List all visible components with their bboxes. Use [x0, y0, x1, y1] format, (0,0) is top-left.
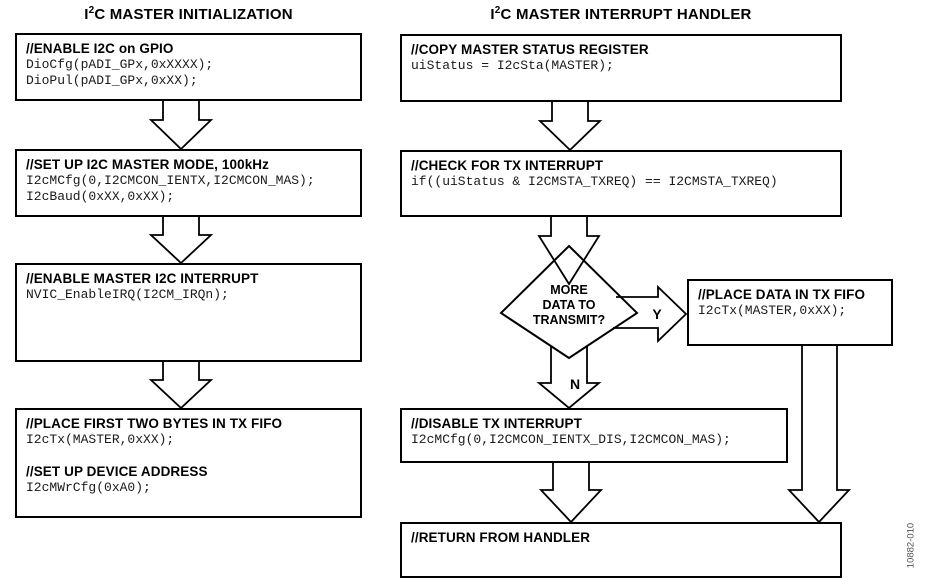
code-line: I2cMWrCfg(0xA0);	[26, 480, 151, 495]
code-line: DioPul(pADI_GPx,0xXX);	[26, 73, 198, 88]
box-header: //ENABLE MASTER I2C INTERRUPT	[26, 271, 259, 286]
code-line: I2cTx(MASTER,0xXX);	[698, 303, 847, 318]
code-line: uiStatus = I2cSta(MASTER);	[411, 58, 614, 73]
code-line: I2cBaud(0xXX,0xXX);	[26, 189, 175, 204]
code-line: DioCfg(pADI_GPx,0xXXXX);	[26, 57, 214, 72]
no-branch-label: N	[569, 376, 581, 392]
decision-line: TRANSMIT?	[532, 313, 606, 327]
arrow-down-left-1	[148, 100, 214, 151]
box-setup-master-mode: //SET UP I2C MASTER MODE, 100kHz I2cMCfg…	[15, 149, 362, 217]
arrow-down-into-decision	[537, 216, 601, 286]
box-header: //CHECK FOR TX INTERRUPT	[411, 158, 604, 173]
box-place-data-tx-fifo: //PLACE DATA IN TX FIFO I2cTx(MASTER,0xX…	[687, 279, 893, 346]
blank-line	[26, 448, 351, 464]
yes-branch-label: Y	[652, 306, 662, 322]
box-return-from-handler: //RETURN FROM HANDLER	[400, 522, 842, 578]
box-disable-tx-interrupt: //DISABLE TX INTERRUPT I2cMCfg(0,I2CMCON…	[400, 408, 788, 463]
box-check-tx-interrupt: //CHECK FOR TX INTERRUPT if((uiStatus & …	[400, 150, 842, 217]
code-line: I2cMCfg(0,I2CMCON_IENTX_DIS,I2CMCON_MAS)…	[411, 432, 731, 447]
code-line: if((uiStatus & I2CMSTA_TXREQ) == I2CMSTA…	[411, 174, 778, 189]
box-header: //DISABLE TX INTERRUPT	[411, 416, 582, 431]
arrow-down-fifo-to-return	[786, 345, 852, 524]
decision-line: DATA TO	[542, 298, 596, 312]
figure-number-vertical: 10882-010	[905, 522, 917, 569]
box-header: //ENABLE I2C on GPIO	[26, 41, 174, 56]
box-header: //SET UP DEVICE ADDRESS	[26, 464, 208, 479]
decision-diamond-text: MORE DATA TO TRANSMIT?	[504, 283, 634, 328]
box-header: //RETURN FROM HANDLER	[411, 530, 591, 545]
code-line: I2cMCfg(0,I2CMCON_IENTX,I2CMCON_MAS);	[26, 173, 315, 188]
box-header: //PLACE DATA IN TX FIFO	[698, 287, 866, 302]
left-column-title: I2C MASTER INITIALIZATION	[15, 5, 362, 23]
title-text: I	[84, 6, 89, 23]
arrow-down-left-3	[148, 361, 214, 410]
arrow-down-right-1	[537, 101, 603, 152]
code-line: NVIC_EnableIRQ(I2CM_IRQn);	[26, 287, 229, 302]
title-text: C MASTER INTERRUPT HANDLER	[500, 6, 752, 23]
arrow-down-left-2	[148, 216, 214, 265]
title-superscript: 2	[88, 5, 95, 16]
decision-line: MORE	[550, 283, 588, 297]
box-copy-status-register: //COPY MASTER STATUS REGISTER uiStatus =…	[400, 34, 842, 102]
box-enable-master-interrupt: //ENABLE MASTER I2C INTERRUPT NVIC_Enabl…	[15, 263, 362, 362]
box-header: //COPY MASTER STATUS REGISTER	[411, 42, 649, 57]
box-enable-i2c-gpio: //ENABLE I2C on GPIO DioCfg(pADI_GPx,0xX…	[15, 33, 362, 101]
right-column-title: I2C MASTER INTERRUPT HANDLER	[400, 5, 842, 23]
box-header: //PLACE FIRST TWO BYTES IN TX FIFO	[26, 416, 283, 431]
title-superscript: 2	[494, 5, 501, 16]
title-text: I	[490, 6, 495, 23]
decision-diamond-shape	[499, 244, 639, 360]
box-first-bytes-and-address: //PLACE FIRST TWO BYTES IN TX FIFO I2cTx…	[15, 408, 362, 518]
arrow-down-disable-to-return	[538, 462, 604, 524]
title-text: C MASTER INITIALIZATION	[94, 6, 293, 23]
box-header: //SET UP I2C MASTER MODE, 100kHz	[26, 157, 270, 172]
arrow-right-yes-branch	[613, 284, 688, 344]
code-line: I2cTx(MASTER,0xXX);	[26, 432, 175, 447]
